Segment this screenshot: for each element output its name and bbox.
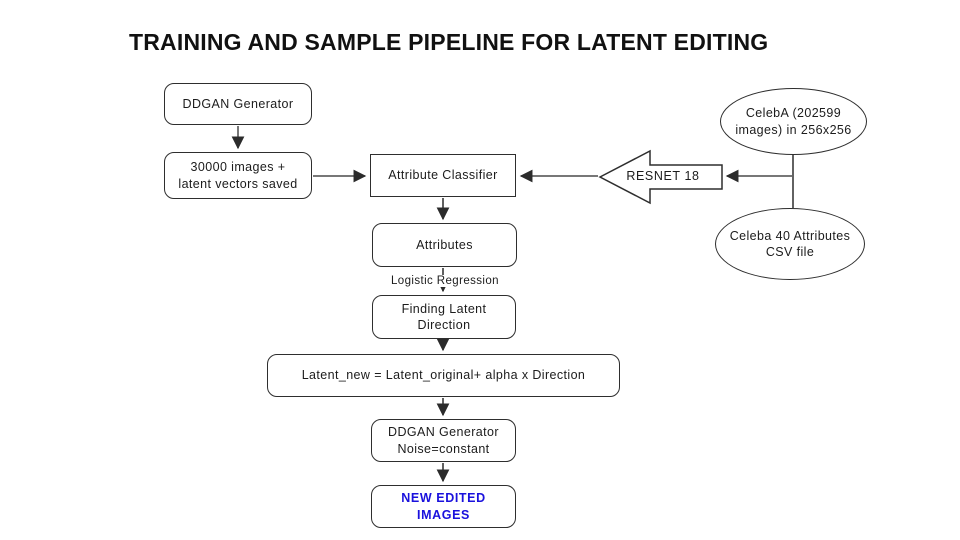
node-ddgan-noise: DDGAN Generator Noise=constant xyxy=(371,419,516,462)
page-title: TRAINING AND SAMPLE PIPELINE FOR LATENT … xyxy=(129,29,769,55)
node-images-saved: 30000 images + latent vectors saved xyxy=(164,152,312,199)
node-celeba-dataset-label: CelebA (202599 images) in 256x256 xyxy=(735,106,852,137)
node-attribute-classifier-label: Attribute Classifier xyxy=(388,168,498,183)
node-attributes-label: Attributes xyxy=(416,237,473,252)
node-attributes: Attributes xyxy=(372,223,517,267)
node-new-edited-images: NEW EDITED IMAGES xyxy=(371,485,516,528)
node-images-saved-label: 30000 images + latent vectors saved xyxy=(178,160,298,191)
node-celeba-dataset: CelebA (202599 images) in 256x256 xyxy=(720,88,867,155)
node-latent-equation: Latent_new = Latent_original+ alpha x Di… xyxy=(267,354,620,397)
node-ddgan-generator: DDGAN Generator xyxy=(164,83,312,125)
node-celeba-csv: Celeba 40 Attributes CSV file xyxy=(715,208,865,280)
node-latent-equation-label: Latent_new = Latent_original+ alpha x Di… xyxy=(301,368,586,383)
node-new-edited-images-label: NEW EDITED IMAGES xyxy=(401,491,486,522)
node-finding-latent-direction: Finding Latent Direction xyxy=(372,295,516,339)
node-celeba-csv-label: Celeba 40 Attributes CSV file xyxy=(729,228,851,259)
node-ddgan-noise-label: DDGAN Generator Noise=constant xyxy=(388,425,499,456)
node-finding-latent-direction-label: Finding Latent Direction xyxy=(401,301,487,332)
node-attribute-classifier: Attribute Classifier xyxy=(370,154,516,197)
logistic-regression-label: Logistic Regression xyxy=(378,275,512,287)
node-resnet-label: RESNET 18 xyxy=(626,169,700,183)
node-ddgan-generator-label: DDGAN Generator xyxy=(182,96,294,111)
